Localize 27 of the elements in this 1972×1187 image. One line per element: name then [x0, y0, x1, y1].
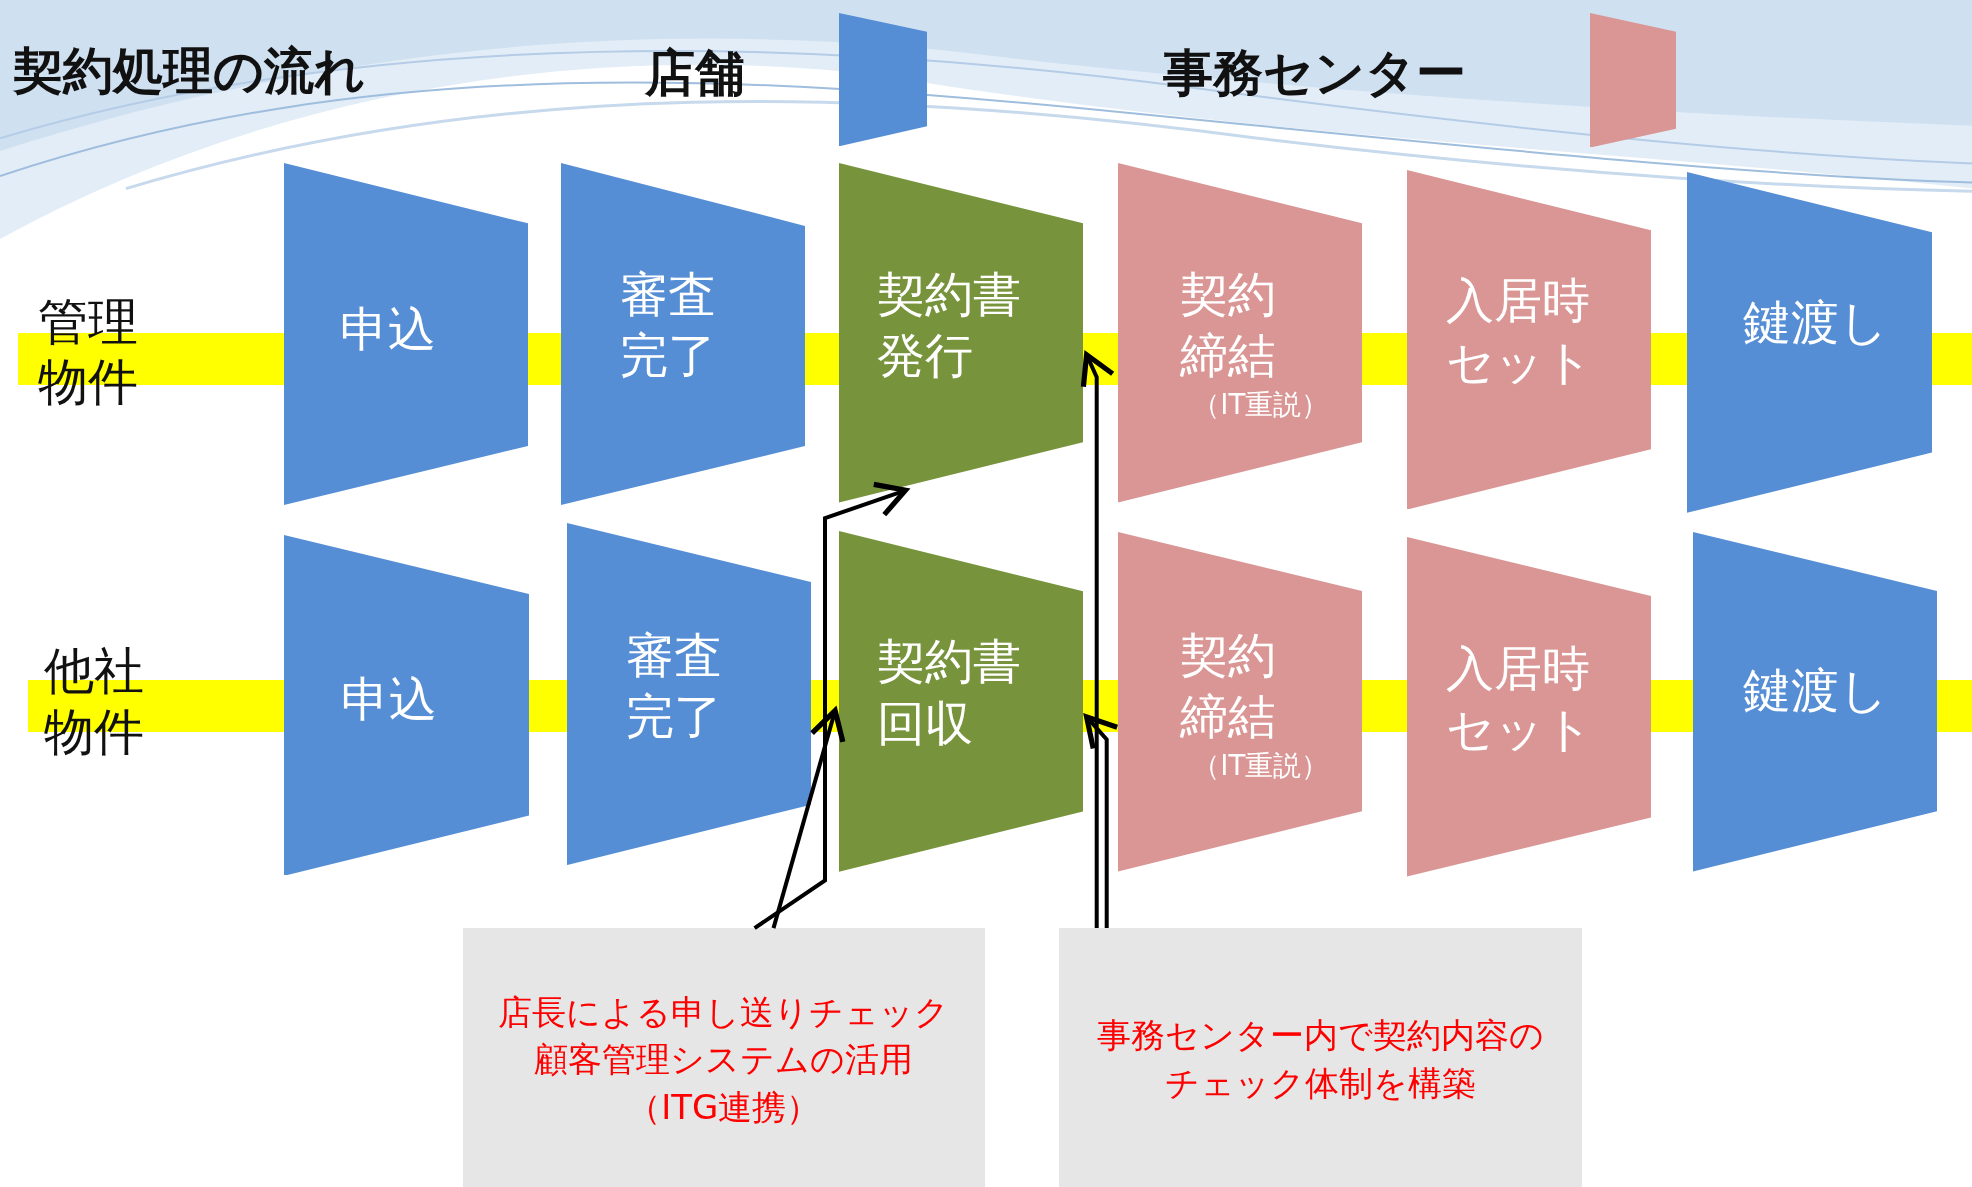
note-text: （ITG連携）	[627, 1085, 821, 1129]
step-label: 申込	[340, 671, 438, 730]
note-box	[1058, 928, 1583, 1187]
note-text: 事務センター内で契約内容のチェック体制を構築	[1096, 1014, 1545, 1105]
note-box	[462, 928, 985, 1187]
step-label: 契約書発行	[876, 266, 1022, 386]
diagram-title: 契約処理の流れ	[12, 39, 365, 102]
step-label: 審査完了	[626, 627, 724, 747]
step-label: 入居時セット	[1446, 639, 1595, 759]
step-note: （IT重説）	[1192, 387, 1330, 424]
note-text: 店長による申し送りチェック	[498, 990, 950, 1034]
step-label: 鍵渡し	[1743, 293, 1890, 352]
arrow	[771, 708, 846, 929]
step-label: 入居時セット	[1446, 272, 1595, 392]
legend-label: 店舗	[645, 42, 746, 105]
legend-label: 事務センター	[1163, 42, 1467, 105]
arrow	[1080, 352, 1116, 929]
step-label: 契約書回収	[876, 633, 1022, 753]
step-label: 契約締結	[1179, 627, 1277, 747]
step-label: 審査完了	[620, 266, 717, 386]
note-text: 顧客管理システムの活用	[534, 1038, 914, 1082]
step-note: （IT重説）	[1192, 748, 1330, 785]
step-label: 申込	[339, 301, 437, 360]
step-label: 契約締結	[1179, 266, 1277, 386]
arrow	[1084, 714, 1120, 929]
arrow	[753, 481, 909, 930]
step-label: 鍵渡し	[1743, 662, 1890, 721]
